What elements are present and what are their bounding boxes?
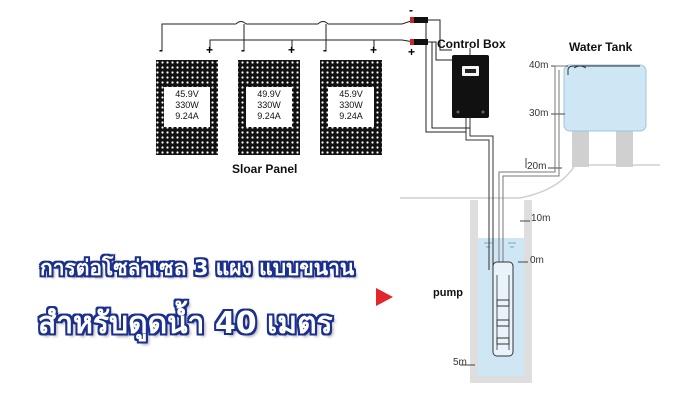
panel-caption: Sloar Panel	[232, 162, 298, 176]
headline-line-2: สำหรับดูดน้ำ 40 เมตร	[38, 306, 333, 341]
panel-3-minus: -	[323, 43, 327, 57]
depth-mark-5m: 5m	[453, 357, 467, 368]
panel-3-power: 330W	[339, 100, 363, 110]
panel-2-plus: +	[288, 43, 296, 57]
panel-3-specs: 45.9V 330W 9.24A	[328, 87, 374, 127]
headline-line-1: การต่อโซล่าเซล 3 แผง แบบขนาน	[40, 256, 355, 280]
output-minus: -	[409, 3, 413, 17]
panel-3-plus: +	[370, 43, 378, 57]
output-plus: +	[408, 45, 416, 59]
panel-2-voltage: 49.9V	[257, 89, 281, 99]
connectors	[410, 17, 428, 45]
pump	[492, 261, 514, 357]
panel-1-specs: 45.9V 330W 9.24A	[164, 87, 210, 127]
panel-1-voltage: 45.9V	[175, 89, 199, 99]
depth-mark-40m: 40m	[529, 60, 549, 71]
panel-2-minus: -	[241, 43, 245, 57]
pump-cable	[465, 118, 494, 270]
panel-1-plus: +	[206, 43, 214, 57]
depth-mark-10m: 10m	[531, 213, 551, 224]
water-pipe	[498, 65, 566, 264]
panel-3-voltage: 45.9V	[339, 89, 363, 99]
arrow-right-icon	[376, 288, 393, 306]
panel-3-current: 9.24A	[339, 111, 363, 121]
panel-2-current: 9.24A	[257, 111, 281, 121]
panel-1-power: 330W	[175, 100, 199, 110]
panel-1-minus: -	[159, 43, 163, 57]
panel-wiring	[161, 19, 470, 133]
pump-label: pump	[433, 287, 463, 299]
panel-2-specs: 49.9V 330W 9.24A	[246, 87, 292, 127]
depth-mark-20m: 20m	[527, 161, 547, 172]
water-tank	[563, 64, 647, 167]
control-box	[452, 48, 489, 118]
panel-1-current: 9.24A	[175, 111, 199, 121]
depth-mark-0m: 0m	[530, 255, 544, 266]
panel-2-power: 330W	[257, 100, 281, 110]
water-tank-label: Water Tank	[569, 40, 633, 54]
control-box-label: Control Box	[437, 37, 506, 51]
depth-mark-30m: 30m	[529, 108, 549, 119]
